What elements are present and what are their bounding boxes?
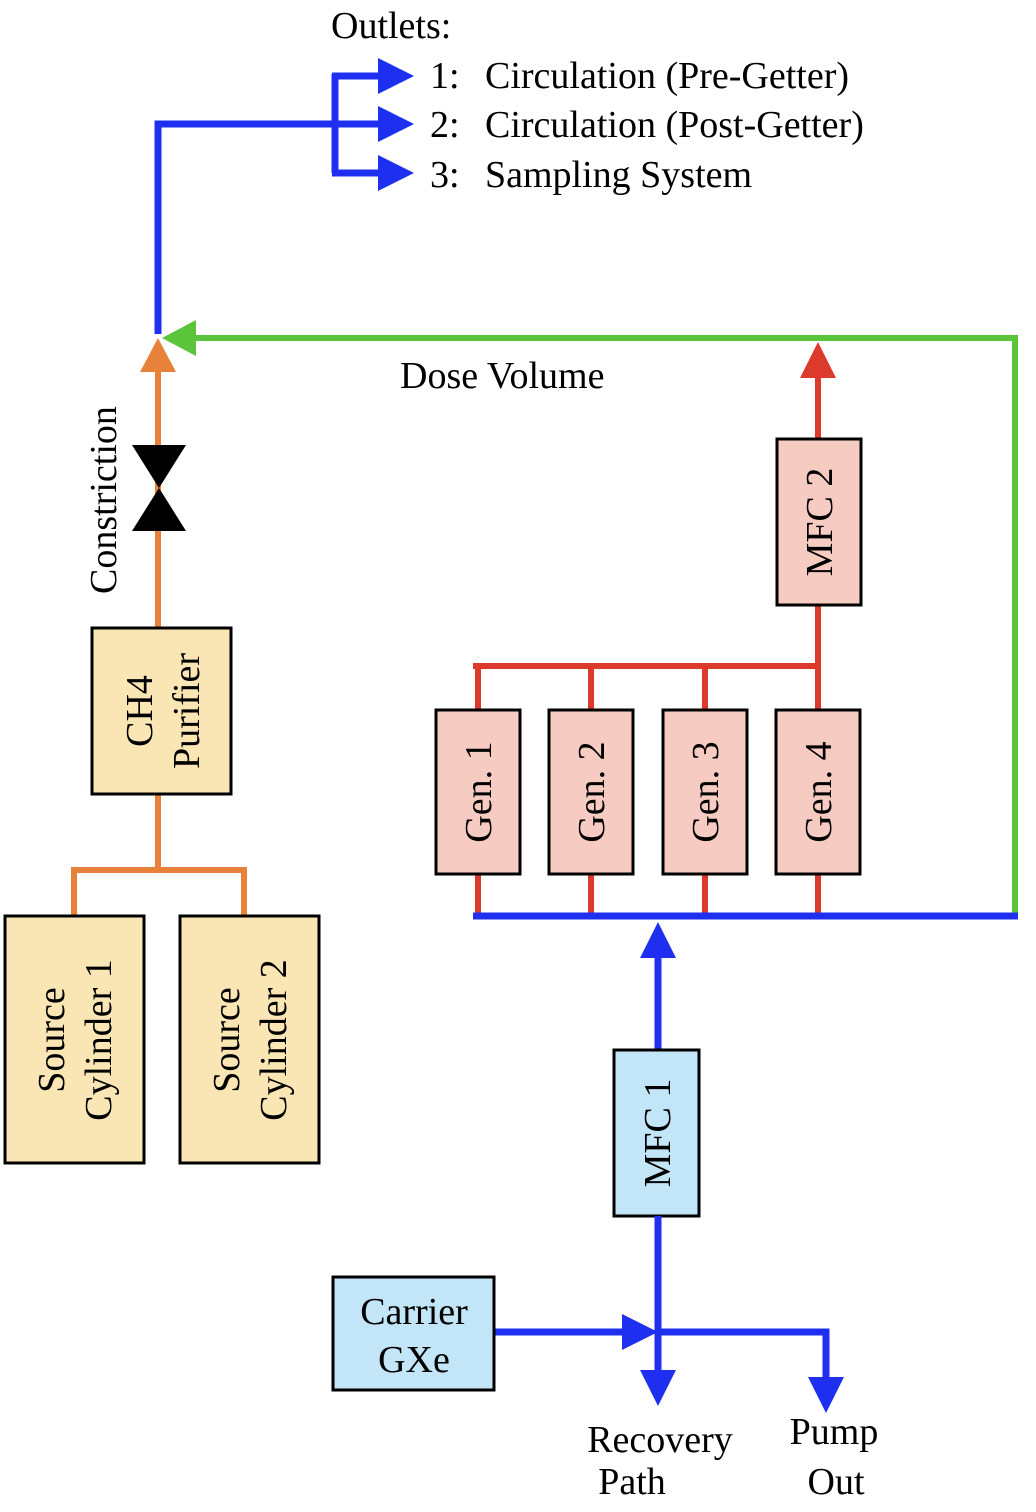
blue-up-arrow-head	[640, 922, 676, 958]
outlet-arrow-2	[378, 106, 414, 142]
constriction-valve-icon	[132, 445, 186, 488]
ch4-purifier-line2: Purifier	[166, 653, 208, 769]
pump-out-line2: Out	[808, 1461, 865, 1503]
outlets-group: Outlets: 1: Circulation (Pre-Getter) 2: …	[154, 5, 864, 334]
orange-split-pipe	[71, 867, 247, 916]
generator-1-box	[434, 708, 522, 876]
generator-4-label: Gen. 4	[798, 741, 840, 842]
recovery-path-line1: Recovery	[587, 1419, 733, 1461]
outlet-arrow-3	[378, 155, 414, 191]
carrier-line1: Carrier	[360, 1291, 468, 1333]
green-return-pipe	[190, 335, 1018, 916]
generator-4-box	[774, 708, 862, 876]
outlet-2-label: Circulation (Post-Getter)	[485, 104, 864, 146]
source-cylinder-1-box	[3, 914, 146, 1165]
generator-1-label: Gen. 1	[458, 741, 500, 842]
carrier-arrow-head	[622, 1314, 658, 1350]
generator-3-label: Gen. 3	[685, 741, 727, 842]
mfc2-label: MFC 2	[799, 468, 841, 577]
outlets-title: Outlets:	[331, 5, 451, 47]
outlet-1-label: Circulation (Pre-Getter)	[485, 55, 849, 97]
outlet-3-number: 3:	[430, 154, 460, 196]
generator-3-box	[661, 708, 749, 876]
ch4-purifier-line1: CH4	[119, 675, 161, 747]
mfc2-box	[775, 437, 863, 607]
ch4-purifier-box	[90, 626, 233, 796]
carrier-path: MFC 1 Carrier GXe Recovery Path Pump Out	[331, 922, 879, 1503]
outlet-3-label: Sampling System	[485, 154, 752, 196]
generator-2-box	[547, 708, 635, 876]
recovery-arrow-head	[640, 1370, 676, 1406]
generator-2-label: Gen. 2	[571, 741, 613, 842]
source-cylinder-2-box	[178, 914, 321, 1165]
source-path: Constriction CH4 Purifier Source Cylinde…	[3, 338, 321, 1165]
carrier-gxe-box	[331, 1275, 496, 1392]
red-arrow-head	[800, 342, 836, 378]
source-cylinder-1-line2: Cylinder 1	[78, 959, 120, 1120]
dose-volume-label: Dose Volume	[400, 355, 604, 397]
recovery-path-line2: Path	[598, 1461, 666, 1503]
source-cylinder-2-line2: Cylinder 2	[253, 959, 295, 1120]
constriction-valve-icon-lower	[132, 488, 186, 531]
constriction-label: Constriction	[83, 406, 125, 594]
source-cylinder-2-line1: Source	[206, 987, 248, 1093]
outlet-2-number: 2:	[430, 104, 460, 146]
mfc1-label: MFC 1	[637, 1079, 679, 1188]
pump-out-line1: Pump	[790, 1411, 879, 1453]
green-arrow-head	[162, 320, 196, 356]
outlet-1-number: 1:	[430, 55, 460, 97]
source-cylinder-1-line1: Source	[31, 987, 73, 1093]
carrier-line2: GXe	[378, 1339, 450, 1381]
pump-arrow-head	[808, 1377, 844, 1413]
blue-pump-pipe	[656, 1328, 830, 1385]
orange-arrow-head	[140, 338, 176, 372]
blue-outlet-pipe	[154, 120, 335, 334]
generator-bank: MFC 2 Gen. 1 Gen. 2 Gen. 3 Gen. 4	[434, 342, 1018, 920]
outlet-arrow-1	[378, 58, 414, 94]
